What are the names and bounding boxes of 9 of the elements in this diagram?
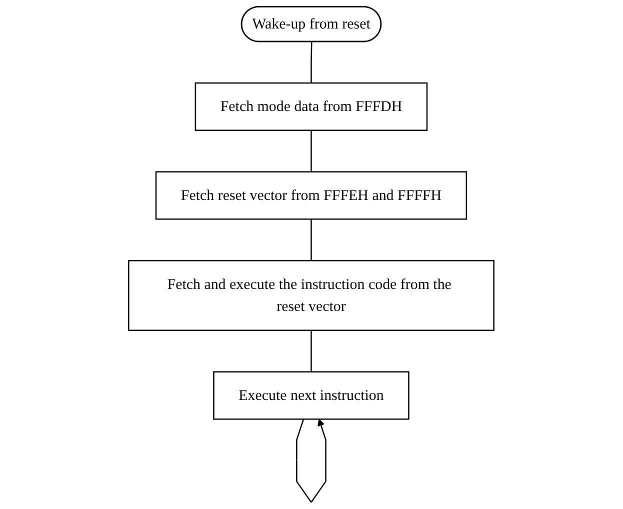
connector bbox=[310, 330, 312, 372]
node-box: Execute next instruction bbox=[213, 371, 410, 420]
node-box: Fetch reset vector from FFFEH and FFFFH bbox=[156, 171, 468, 220]
connector bbox=[310, 42, 313, 83]
node-box: Fetch and execute the instruction code from the reset vector bbox=[128, 260, 495, 331]
connector bbox=[310, 219, 312, 261]
arrow bbox=[296, 418, 327, 503]
node-box: Fetch mode data from FFFDH bbox=[195, 82, 428, 131]
connector bbox=[310, 130, 312, 172]
